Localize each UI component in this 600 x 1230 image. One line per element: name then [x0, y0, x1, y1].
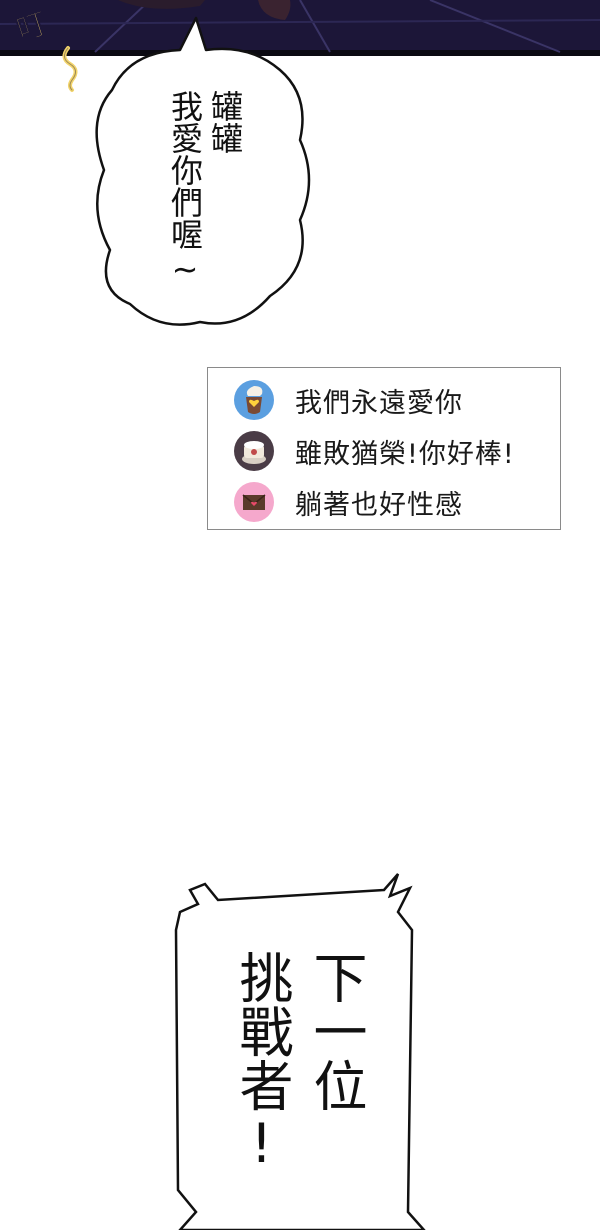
- heart-cup-avatar-icon: [234, 380, 274, 420]
- comment-item-3: 躺著也好性感: [234, 482, 463, 522]
- comment-text-1: 我們永遠愛你: [295, 387, 463, 419]
- shout-line-1: 下一位: [304, 950, 367, 1112]
- night-floor-illustration: [0, 0, 600, 56]
- bubble-top-line-1: 罐罐: [206, 90, 244, 154]
- cake-avatar-icon: [234, 431, 274, 471]
- speech-bubble-top-shape: [95, 16, 311, 326]
- comment-text-3: 躺著也好性感: [295, 489, 463, 521]
- comment-item-2: 雖敗猶榮!你好棒!: [234, 431, 515, 471]
- shout-line-2: 挑戰者!: [230, 950, 293, 1175]
- sfx-squiggle-icon: [62, 46, 78, 92]
- comment-text-2: 雖敗猶榮!你好棒!: [295, 438, 515, 470]
- comment-item-1: 我們永遠愛你: [234, 380, 463, 420]
- top-scene-band: [0, 0, 600, 56]
- envelope-avatar-icon: [234, 482, 274, 522]
- bubble-top-line-2: 我愛你們喔~: [166, 90, 204, 288]
- comment-panel: 我們永遠愛你 雖敗猶榮!你好棒! 躺著也好性感: [207, 367, 561, 530]
